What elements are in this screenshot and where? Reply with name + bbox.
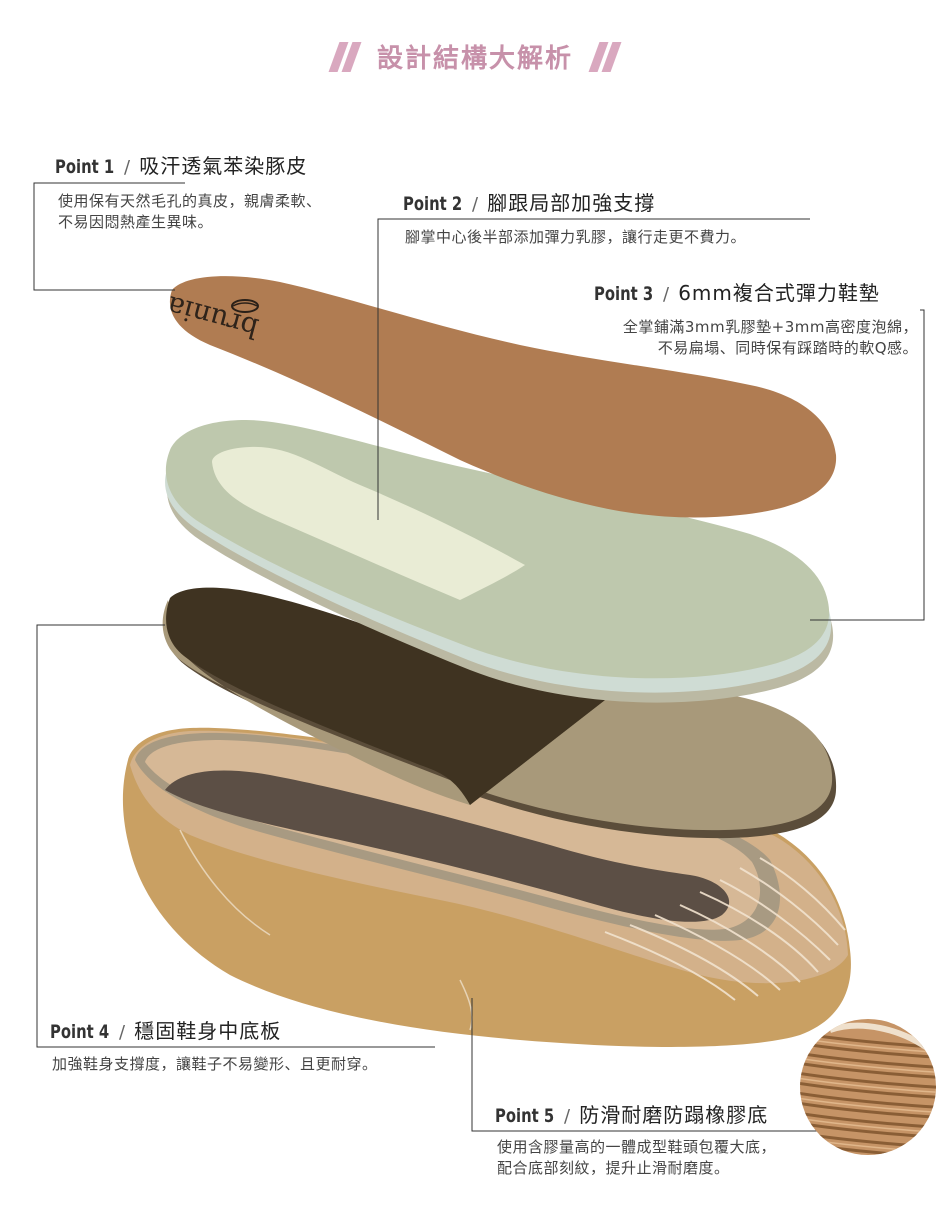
point-3-title: 6mm複合式彈力鞋墊 (678, 281, 880, 305)
leather-insole-layer: brunia (163, 276, 837, 518)
leader-lines (33, 182, 925, 1132)
point-4-heading: Point 4 / 穩固鞋身中底板 (50, 1019, 282, 1043)
point-4-number: Point 4 (50, 1021, 110, 1043)
outsole-texture-detail (800, 1019, 936, 1155)
point-5-number: Point 5 (495, 1105, 555, 1127)
point-3-heading: Point 3 / 6mm複合式彈力鞋墊 (594, 281, 880, 305)
point-4-title: 穩固鞋身中底板 (134, 1019, 282, 1043)
point-4-description: 加強鞋身支撐度，讓鞋子不易變形、且更耐穿。 (52, 1055, 378, 1073)
point-1-title: 吸汗透氣苯染豚皮 (139, 154, 308, 178)
point-1-number: Point 1 (55, 156, 115, 178)
brand-logo-mark (231, 299, 259, 313)
page-title: 設計結構大解析 (0, 38, 950, 75)
point-2-description: 腳掌中心後半部添加彈力乳膠，讓行走更不費力。 (405, 228, 747, 246)
point-5-description: 使用含膠量高的一體成型鞋頭包覆大底， 配合底部刻紋，提升止滑耐磨度。 (497, 1138, 777, 1177)
point-1-description: 使用保有天然毛孔的真皮，親膚柔軟、 不易因悶熱產生異味。 (58, 192, 322, 231)
point-2-heading: Point 2 / 腳跟局部加強支撐 (403, 191, 656, 215)
point-5-title: 防滑耐磨防蹋橡膠底 (579, 1103, 769, 1127)
point-3-description: 全掌鋪滿3mm乳膠墊+3mm高密度泡綿， 不易扁塌、同時保有踩踏時的軟Q感。 (622, 318, 918, 357)
point-3-number: Point 3 (594, 283, 654, 305)
title-text: 設計結構大解析 (376, 44, 573, 74)
midsole-board-layer (162, 587, 837, 839)
point-2-title: 腳跟局部加強支撐 (487, 191, 656, 215)
point-2-number: Point 2 (403, 193, 463, 215)
point-5-heading: Point 5 / 防滑耐磨防蹋橡膠底 (495, 1103, 769, 1127)
point-1-heading: Point 1 / 吸汗透氣苯染豚皮 (55, 154, 308, 178)
cushion-layer (165, 420, 834, 703)
